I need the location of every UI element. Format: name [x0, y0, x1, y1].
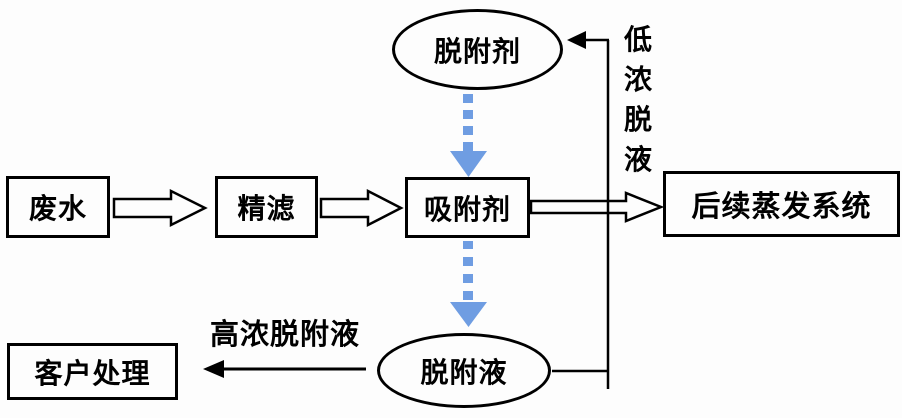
node-customer-treatment: 客户处理: [7, 343, 178, 400]
node-desorption-liquid-label: 脱附液: [420, 355, 508, 389]
dashed-arrowhead-icon: [450, 151, 487, 177]
block-arrow-adsorbent-to-evaporation: [529, 191, 665, 223]
label-low-concentration-vertical: 低 浓 脱 液: [622, 20, 654, 180]
vertical-char-2: 浓: [623, 63, 652, 96]
block-arrow-filter-to-adsorbent: [319, 188, 404, 228]
vertical-char-4: 液: [623, 143, 652, 176]
dashed-arrow-desorbent-to-adsorbent: [450, 94, 487, 177]
dashed-arrowhead-icon: [450, 302, 487, 327]
feedback-arrowhead-icon: [567, 31, 586, 49]
vertical-char-3: 脱: [623, 103, 652, 136]
node-desorbent-label: 脱附剂: [433, 34, 521, 68]
node-adsorbent-label: 吸附剂: [423, 192, 511, 226]
vertical-char-1: 低: [623, 23, 652, 56]
node-desorbent: 脱附剂: [392, 9, 563, 90]
label-high-concentration: 高浓脱附液: [210, 317, 361, 351]
node-evaporation-system: 后续蒸发系统: [663, 171, 900, 237]
high-conc-arrowhead-icon: [203, 360, 224, 378]
node-adsorbent: 吸附剂: [405, 177, 530, 238]
block-arrow-wastewater-to-filter: [112, 188, 208, 228]
node-evaporation-system-label: 后续蒸发系统: [691, 189, 872, 223]
node-desorption-liquid: 脱附液: [377, 333, 551, 408]
node-fine-filtration: 精滤: [215, 176, 318, 238]
dashed-arrow-adsorbent-to-liquid: [450, 241, 487, 327]
node-customer-treatment-label: 客户处理: [34, 356, 151, 390]
node-wastewater: 废水: [6, 176, 110, 238]
node-wastewater-label: 废水: [28, 192, 87, 225]
node-fine-filtration-label: 精滤: [237, 192, 296, 225]
